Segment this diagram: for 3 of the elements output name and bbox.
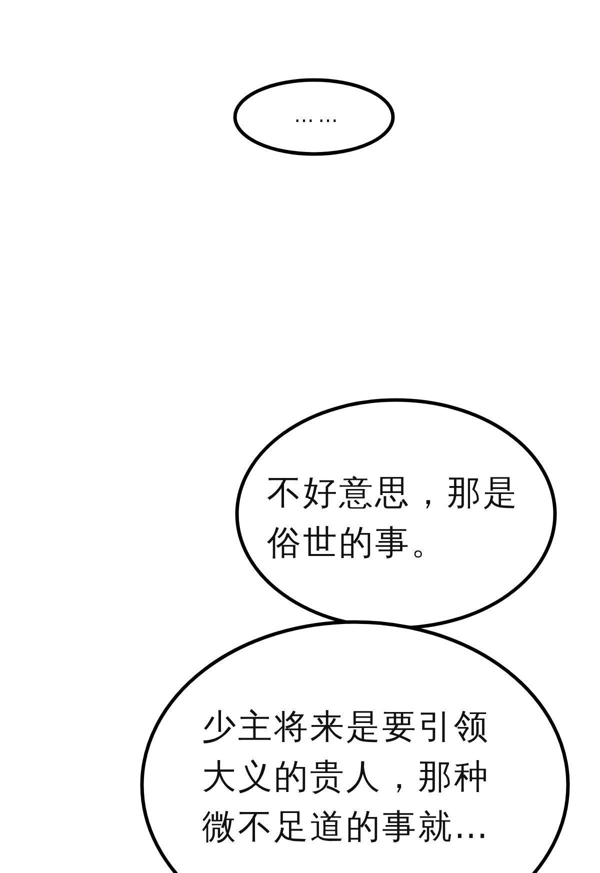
dialogue-text: …… bbox=[293, 102, 343, 129]
dialogue-text: 不好意思，那是俗世的事。 bbox=[267, 472, 520, 565]
dialogue-text: 少主将来是要引领大义的贵人，那种微不足道的事就… bbox=[202, 706, 491, 849]
